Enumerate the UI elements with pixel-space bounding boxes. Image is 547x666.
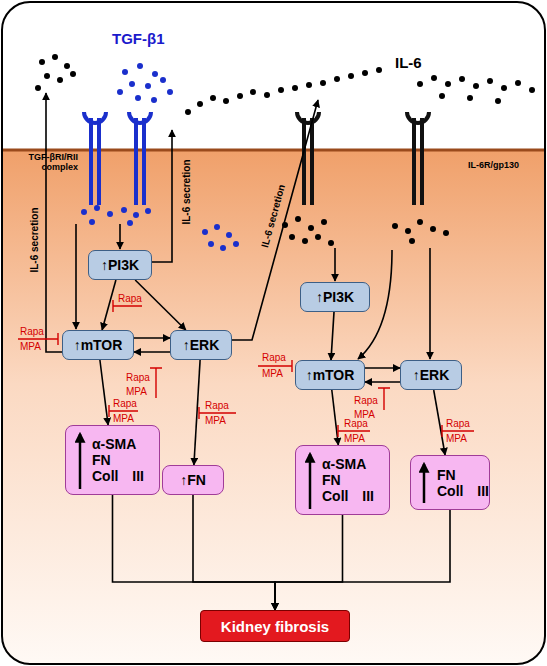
- drug-label: Rapa: [262, 352, 286, 363]
- drug-label: MPA: [446, 433, 467, 444]
- arrow-connector: [332, 390, 339, 445]
- inhibition-bar: [378, 388, 390, 410]
- drug-label: Rapa: [126, 372, 150, 383]
- ligand-label: TGF-β1: [112, 30, 165, 47]
- drug-label: Rapa: [354, 395, 378, 406]
- signal-box: ↑ERK: [170, 330, 232, 360]
- cell-interior: [2, 150, 545, 664]
- receptor-label: IL-6R/gp130: [468, 160, 519, 170]
- cell-membrane: [3, 149, 544, 152]
- inhibition-bar: [113, 300, 142, 312]
- secretion-label: IL-6 secretion: [259, 183, 287, 249]
- marker-box: ↑FN: [162, 465, 224, 495]
- secretion-label: IL-6 secretion: [181, 159, 192, 224]
- node-text: ↑mTOR: [74, 337, 123, 353]
- arrow-connector: [275, 515, 343, 610]
- node-text: FN Coll III: [437, 467, 489, 499]
- arrow-connector: [331, 312, 334, 360]
- arrow-connector: [434, 390, 445, 455]
- marker-box: α-SMA FN Coll III: [65, 425, 160, 495]
- node-text: α-SMA FN Coll III: [92, 436, 146, 484]
- arrow-connector: [113, 495, 276, 610]
- ligand-label: IL-6: [395, 54, 422, 71]
- outcome-box: Kidney fibrosis: [200, 610, 350, 642]
- arrow-connector: [102, 280, 116, 330]
- drug-label: MPA: [354, 409, 375, 420]
- signal-box: ↑mTOR: [62, 330, 134, 360]
- drug-label: Rapa: [205, 400, 229, 411]
- arrow-connector: [275, 510, 450, 610]
- increase-arrow: [423, 464, 426, 503]
- marker-box: α-SMA FN Coll III: [295, 445, 390, 515]
- arrow-connector: [194, 360, 200, 465]
- receptor-label: TGF-βRI/RII complex: [12, 152, 78, 172]
- signal-box: ↑mTOR: [295, 360, 365, 390]
- marker-box: FN Coll III: [410, 455, 490, 510]
- inhibition-bar: [18, 333, 58, 345]
- drug-label: MPA: [205, 415, 226, 426]
- secretion-label: IL-6 secretion: [29, 207, 40, 272]
- drug-label: Rapa: [446, 418, 470, 429]
- node-text: ↑mTOR: [306, 367, 355, 383]
- inhibition-bar: [109, 405, 138, 417]
- il6-dots: [35, 54, 535, 246]
- node-text: ↑PI3K: [316, 289, 354, 305]
- tgf-receptor: [84, 112, 151, 205]
- signal-box: ↑PI3K: [300, 282, 370, 312]
- drug-label: MPA: [344, 433, 365, 444]
- arrow-connector: [365, 367, 400, 369]
- inhibition-bar: [338, 425, 370, 437]
- arrow-connector: [134, 337, 170, 339]
- drug-label: Rapa: [113, 398, 137, 409]
- node-text: α-SMA FN Coll III: [322, 456, 376, 504]
- signal-box: ↑ERK: [400, 360, 462, 390]
- signal-box: ↑PI3K: [88, 250, 152, 280]
- increase-arrow: [79, 434, 82, 489]
- arrow-connector: [365, 381, 400, 383]
- node-text: ↑ERK: [183, 337, 220, 353]
- il6-receptor: [297, 112, 429, 205]
- drug-label: MPA: [262, 368, 283, 379]
- drug-label: MPA: [113, 413, 134, 424]
- increase-arrow: [309, 454, 312, 509]
- inhibition-bar: [150, 368, 162, 398]
- drug-label: MPA: [126, 386, 147, 397]
- node-text: ↑PI3K: [101, 257, 139, 273]
- drug-label: MPA: [20, 341, 41, 352]
- arrow-connector: [193, 495, 275, 610]
- arrow-connector: [134, 351, 170, 353]
- drug-label: Rapa: [118, 293, 142, 304]
- signal-arrows: [46, 93, 430, 359]
- drug-label: Rapa: [20, 326, 44, 337]
- node-text: ↑FN: [180, 472, 206, 488]
- tgf-dots: [81, 63, 239, 251]
- inhibition-bar: [442, 425, 474, 437]
- node-text: Kidney fibrosis: [221, 618, 329, 635]
- arrow-connector: [100, 360, 108, 425]
- arrow-connector: [135, 280, 186, 330]
- inhibition-bar: [199, 407, 236, 419]
- inhibition-bar: [258, 360, 292, 372]
- node-text: ↑ERK: [413, 367, 450, 383]
